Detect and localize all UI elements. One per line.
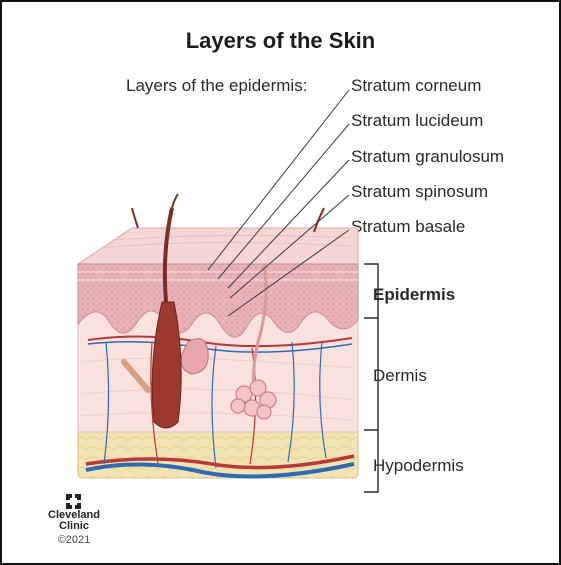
cleveland-clinic-logo: Cleveland Clinic ©2021 bbox=[48, 492, 100, 546]
copyright-text: ©2021 bbox=[48, 534, 100, 546]
region-brackets bbox=[364, 264, 378, 492]
logo-spacer bbox=[66, 492, 82, 508]
hair-small-left bbox=[132, 208, 138, 228]
logo-name-line2: Clinic bbox=[48, 521, 100, 532]
